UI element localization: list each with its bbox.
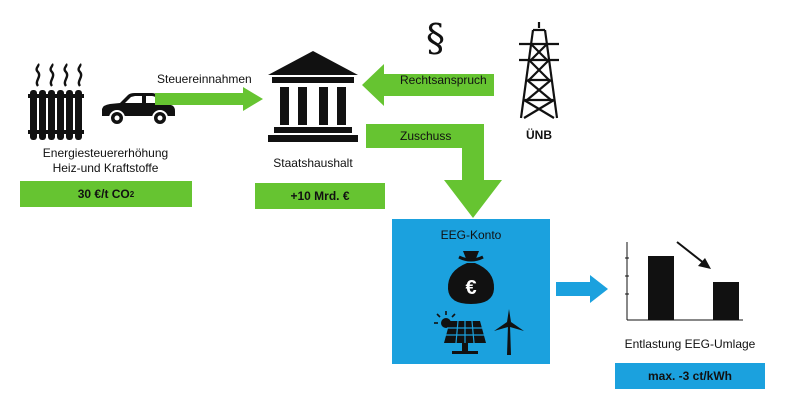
power-pylon-icon xyxy=(519,22,559,119)
government-building-icon xyxy=(268,51,358,142)
legal-claim-label: Rechtsanspruch xyxy=(400,73,487,87)
tax-revenue-label: Steuereinnahmen xyxy=(157,72,252,86)
solar-panel-icon xyxy=(434,311,486,354)
tax-revenue-arrow xyxy=(155,87,263,111)
paragraph-icon: § xyxy=(426,16,445,60)
energy-tax-caption-line1: Energiesteuererhöhung xyxy=(42,146,169,160)
relief-value-box: max. -3 ct/kWh xyxy=(615,363,765,389)
money-bag-icon xyxy=(447,251,495,304)
operator-label: ÜNB xyxy=(526,128,552,142)
chart-bar-after xyxy=(713,282,739,320)
subsidy-arrow xyxy=(366,124,502,218)
energy-tax-caption: Energiesteuererhöhung Heiz-und Kraftstof… xyxy=(18,146,193,176)
state-budget-caption: Staatshaushalt xyxy=(273,156,353,170)
legal-claim-arrow xyxy=(362,64,494,106)
bar-chart-icon xyxy=(625,241,743,321)
eeg-account-box: EEG-Konto € xyxy=(392,219,550,364)
budget-amount-label: +10 Mrd. € xyxy=(290,189,350,203)
wind-turbine-icon xyxy=(494,309,524,355)
relief-value-label: max. -3 ct/kWh xyxy=(647,369,733,383)
subsidy-label: Zuschuss xyxy=(400,129,452,143)
co2-price-label: 30 €/t CO xyxy=(77,187,130,201)
radiator-icon xyxy=(28,90,84,140)
euro-symbol: € xyxy=(465,277,477,299)
relief-caption: Entlastung EEG-Umlage xyxy=(624,337,756,351)
energy-tax-caption-line2: Heiz-und Kraftstoffe xyxy=(52,161,159,175)
co2-subscript: 2 xyxy=(129,189,135,199)
chart-bar-before xyxy=(648,256,674,320)
budget-amount-box: +10 Mrd. € xyxy=(255,183,385,209)
heating-and-car-group xyxy=(28,63,178,144)
heat-waves-icon xyxy=(35,63,83,87)
relief-arrow xyxy=(556,275,608,303)
eeg-account-title: EEG-Konto xyxy=(440,228,502,242)
